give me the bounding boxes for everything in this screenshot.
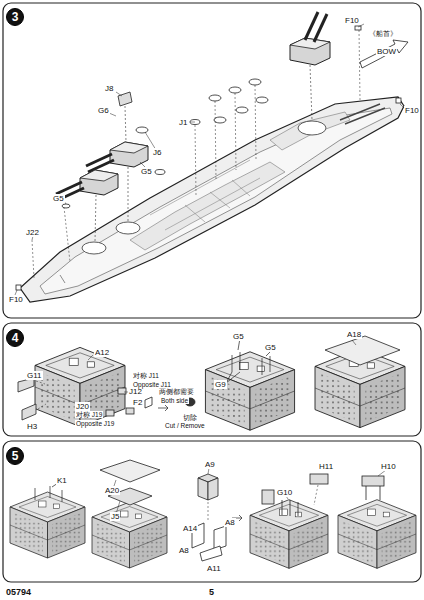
part-label: Opposite J11 [132, 381, 172, 388]
part-label: G11 [26, 371, 43, 380]
part-label: J22 [25, 228, 40, 237]
part-label: Cut / Remove [164, 422, 206, 429]
part-label: A18 [346, 330, 362, 339]
part-pieces [262, 474, 328, 516]
step-circle-shape [7, 448, 24, 465]
step-circle-shape [7, 330, 24, 347]
part-label: H10 [380, 462, 397, 471]
part-label: H11 [318, 462, 334, 471]
part-label: G5 [264, 343, 277, 352]
part-label: A8 [224, 518, 236, 527]
step-panel [3, 3, 421, 318]
part-label: J5 [110, 512, 120, 521]
part-label: G10 [276, 488, 293, 497]
step-number: 5 [6, 447, 24, 465]
part-label: J6 [152, 148, 162, 157]
gun-turret [290, 12, 330, 120]
part-label: F2 [132, 398, 143, 407]
superstructure-block [35, 347, 125, 426]
leader-line [352, 340, 356, 345]
part-label: A12 [94, 348, 110, 357]
part-label: F10 [404, 106, 420, 115]
step-panel [3, 441, 421, 582]
superstructure-block [10, 492, 85, 558]
part-pieces [35, 483, 62, 502]
part-label: A14 [182, 524, 198, 533]
superstructure-block [250, 500, 328, 569]
step-panel [3, 323, 421, 436]
step-number-text: 5 [6, 450, 24, 462]
leader-lines [15, 24, 404, 295]
part-label: G5 [52, 194, 65, 203]
part-label: A8 [178, 546, 190, 555]
bow-arrow [360, 40, 408, 68]
part-label: Both side [160, 397, 189, 404]
step-number-text: 3 [6, 11, 24, 23]
ship-hull [20, 97, 404, 302]
superstructure-block [205, 352, 294, 430]
part-label: J1 [178, 118, 188, 127]
part-label: A20 [104, 486, 120, 495]
part-pieces [192, 468, 226, 561]
page-code: 5 [208, 588, 215, 597]
part-label: 两侧都需要 [158, 388, 195, 395]
step-number-text: 4 [6, 332, 24, 344]
part-label: 《船首》 [368, 30, 398, 37]
part-label: J20 [75, 402, 90, 411]
part-label: BOW [376, 47, 397, 56]
step-circle-shape [7, 9, 24, 26]
gun-turret [56, 92, 148, 242]
part-label: G5 [140, 167, 153, 176]
part-label: F10 [8, 295, 24, 304]
part-label: 对称 J19 [75, 411, 103, 418]
step-number: 4 [6, 329, 24, 347]
part-label: A9 [204, 460, 216, 469]
part-label: G9 [214, 380, 227, 389]
deck-fittings [16, 26, 401, 290]
leader-lines [36, 355, 128, 409]
part-label: F10 [344, 16, 360, 25]
part-label: J8 [104, 84, 114, 93]
arrow [158, 405, 168, 411]
superstructure-block [338, 500, 416, 569]
superstructure-block [92, 502, 167, 568]
part-label: H3 [26, 422, 38, 431]
part-label: K1 [56, 476, 68, 485]
part-pieces [362, 470, 386, 500]
part-pieces [18, 378, 195, 420]
page-code: 05794 [5, 588, 32, 597]
deck-plate [325, 336, 400, 365]
part-label: 对称 J11 [132, 372, 160, 379]
part-label: G5 [232, 332, 245, 341]
step-number: 3 [6, 8, 24, 26]
part-label: A11 [206, 564, 222, 573]
part-label: 切除 [182, 414, 198, 421]
deck-plate [100, 460, 160, 482]
part-label: Opposite J19 [75, 420, 115, 427]
part-label: G6 [97, 106, 110, 115]
part-label: J12 [128, 387, 143, 396]
